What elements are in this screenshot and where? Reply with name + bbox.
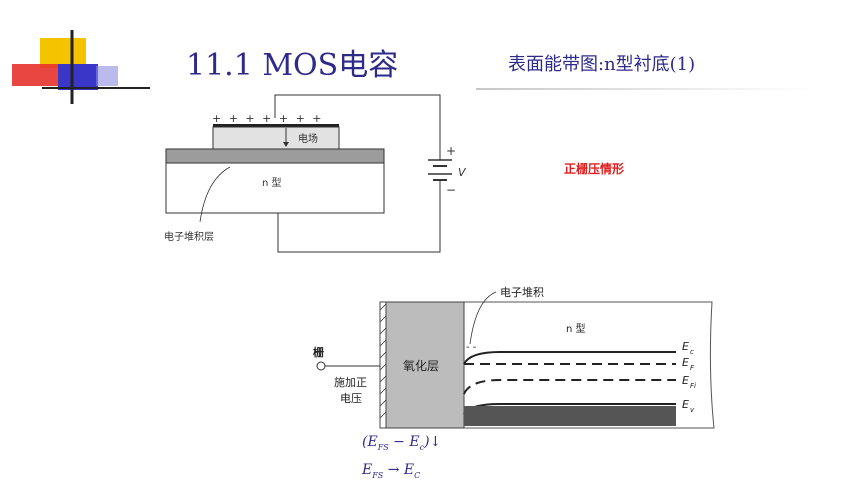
field-arrowhead	[283, 142, 289, 147]
callout-line	[199, 166, 231, 223]
hatch-line	[379, 411, 387, 419]
hatch-line	[379, 351, 387, 359]
logo-blue-square-fade	[96, 66, 118, 86]
valence-shading	[464, 406, 676, 426]
eq2-e1: E	[362, 462, 373, 478]
page-subtitle: 表面能带图:n型衬底(1)	[508, 54, 696, 75]
eq2-arrow: →	[383, 462, 404, 478]
eq2-sub2: C	[414, 470, 421, 480]
gate-terminal	[316, 361, 326, 371]
hatch-line	[379, 375, 387, 383]
hatch-line	[379, 339, 387, 347]
n-substrate	[165, 162, 385, 214]
level-ev-main: E	[682, 398, 689, 411]
accumulation-callout-line	[469, 291, 497, 345]
hatch-line	[379, 363, 387, 371]
battery-minus: −	[446, 183, 456, 197]
conduction-band-edge	[463, 351, 676, 365]
callout-label: 电子堆积层	[164, 230, 214, 243]
battery-plus: +	[446, 144, 456, 158]
eq1-minus: −	[388, 434, 410, 450]
eq1-e2: E	[409, 434, 420, 450]
eq1-sub1: FS	[377, 442, 389, 452]
accumulation-label: 电子堆积	[500, 286, 544, 299]
circuit-wire-bottom	[277, 192, 441, 253]
level-efi-sub: Fi	[690, 382, 696, 390]
condition-note: 正栅压情形	[564, 162, 625, 176]
gate-charges: + + + + + + +	[212, 112, 324, 125]
level-ef-sub: F	[690, 364, 695, 372]
bias-label-line2: 电压	[340, 392, 362, 405]
level-efi-main: E	[682, 374, 689, 387]
page-title: 11.1 MOS电容	[186, 48, 399, 83]
mos-structure-diagram: + − V + + + + + + + 电场 n 型 电子堆积层	[164, 94, 467, 253]
band-oxide-label: 氧化层	[403, 359, 439, 373]
level-ef-main: E	[682, 356, 689, 369]
field-label: 电场	[298, 132, 318, 145]
eq2-sub1: FS	[372, 470, 384, 480]
hatch-line	[379, 315, 387, 323]
level-ec-sub: c	[690, 348, 694, 356]
equation-efs-approaches-ec: EFS → EC	[362, 462, 420, 480]
eq1-close: )↓	[424, 434, 442, 450]
eq1-sub2: c	[419, 442, 425, 452]
band-substrate-label: n 型	[566, 322, 586, 335]
eq2-e2: E	[403, 462, 415, 478]
gate-metal	[379, 301, 387, 429]
logo-red-bar	[12, 64, 60, 86]
voltage-label: V	[458, 166, 467, 179]
logo-blue-square	[58, 64, 98, 90]
hatch-line	[379, 303, 387, 311]
gate-metal-thin	[213, 124, 339, 127]
accumulation-dashes: - -	[466, 342, 477, 353]
logo-yellow-square	[40, 38, 86, 68]
gate-label: 栅	[313, 345, 324, 359]
level-ec-main: E	[682, 340, 689, 353]
equation-efs-ec-decrease: (EFS − Ec)↓	[362, 434, 441, 452]
intrinsic-fermi-level	[463, 379, 676, 395]
corner-logo	[12, 30, 150, 104]
substrate-label: n 型	[262, 176, 282, 189]
eq1-open: (	[362, 434, 368, 450]
hatch-line	[379, 399, 387, 407]
band-region-outline	[464, 301, 715, 429]
band-oxide	[385, 301, 465, 429]
header-divider	[476, 88, 816, 90]
hatch-line	[379, 327, 387, 335]
hatch-line	[379, 387, 387, 395]
eq1-e1: E	[367, 434, 378, 450]
bias-label-line1: 施加正	[334, 376, 367, 389]
level-ev-sub: v	[690, 406, 695, 414]
circuit-wire	[274, 94, 441, 145]
